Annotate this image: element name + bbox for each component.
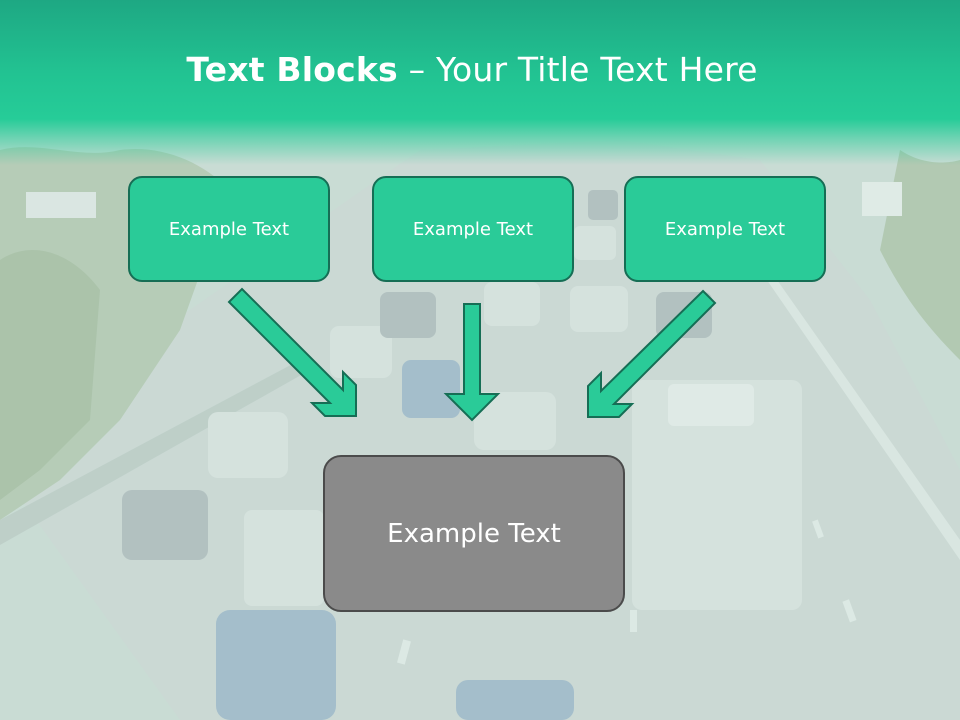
text-block-right[interactable]: Example Text [624,176,826,282]
text-block-center[interactable]: Example Text [372,176,574,282]
title-rest: Your Title Text Here [435,50,758,89]
text-block-right-label: Example Text [664,218,786,240]
page-title: Text Blocks – Your Title Text Here [0,50,944,89]
title-band [0,0,960,165]
text-block-result-label: Example Text [387,518,561,549]
title-bold-part: Text Blocks [186,50,398,89]
text-block-result[interactable]: Example Text [323,455,625,612]
text-block-center-label: Example Text [412,218,534,240]
text-block-left[interactable]: Example Text [128,176,330,282]
title-separator: – [397,50,436,89]
text-block-left-label: Example Text [168,218,290,240]
